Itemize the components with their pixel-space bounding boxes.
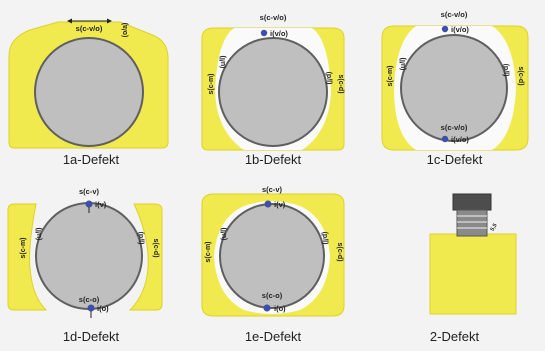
label-pl: (p/l) xyxy=(502,64,509,77)
diagram-2: 5,5 xyxy=(429,193,517,315)
implant-circle xyxy=(34,37,144,147)
panel-1c: s(c-v/o) i(v/o) (u/l) (p/l) s(c-m) s(c-d… xyxy=(364,0,545,176)
implant-circle xyxy=(35,202,143,310)
label-ul: (u/l) xyxy=(220,56,227,69)
label-i-v: i(v) xyxy=(95,200,107,209)
diagram-1b: s(c-v/o) i(v/o) (u/l) (p/l) s(c-m) s(c-d… xyxy=(201,13,345,151)
caption-1a: 1a-Defekt xyxy=(62,152,120,167)
label-sc-d: s(c-d) xyxy=(517,66,524,85)
label-pl: (p/l) xyxy=(325,72,332,85)
label-sc-d: s(c-d) xyxy=(336,242,343,261)
caption-1e: 1e-Defekt xyxy=(244,329,302,344)
label-i-v: i(v) xyxy=(274,200,286,209)
label-oa: (o/a) xyxy=(122,23,129,38)
tooth-right-piece xyxy=(128,203,163,311)
panel-1b: s(c-v/o) i(v/o) (u/l) (p/l) s(c-m) s(c-d… xyxy=(182,0,364,176)
tooth-block xyxy=(429,233,517,315)
implant-dot-top xyxy=(85,200,93,208)
diagram-1c: s(c-v/o) i(v/o) (u/l) (p/l) s(c-m) s(c-d… xyxy=(381,10,529,151)
label-mark: 5,5 xyxy=(490,223,499,233)
caption-1d: 1d-Defekt xyxy=(62,329,120,344)
implant-dot-top xyxy=(441,25,449,33)
label-sc-vo-bottom: s(c-v/o) xyxy=(441,123,468,132)
label-sc-d: s(c-d) xyxy=(337,74,344,93)
label-i-o: i(o) xyxy=(274,304,286,313)
label-sc-o: s(c-o) xyxy=(262,291,283,300)
arrow-head-right xyxy=(107,18,112,24)
panel-2: 5,5 2-Defekt xyxy=(364,176,545,351)
diagram-1e: s(c-v) i(v) (u/l) (p/l) s(c-m) s(c-d) s(… xyxy=(201,185,345,317)
panel-1d: s(c-v) i(v) (u/l) (p/l) s(c-m) s(c-d) s(… xyxy=(0,176,182,351)
label-sc-m: s(c-m) xyxy=(387,65,394,86)
label-i-vo: i(v/o) xyxy=(270,29,288,38)
label-sc-vo: s(c-v/o) xyxy=(260,13,287,22)
implant-head xyxy=(452,193,492,211)
implant-circle xyxy=(219,203,325,309)
diagram-1a: s(c-v/o) (o/a) xyxy=(8,18,169,149)
label-ul: (u/l) xyxy=(221,228,228,241)
implant-neck xyxy=(456,209,488,237)
implant-dot-bottom xyxy=(87,304,95,312)
label-sc-m: s(c-m) xyxy=(20,237,27,258)
label-sc-m: s(c-m) xyxy=(205,241,212,262)
label-sc-o: s(c-o) xyxy=(79,295,100,304)
arrow-head-left xyxy=(67,18,72,24)
implant-dot xyxy=(260,29,268,37)
label-pl: (p/l) xyxy=(137,232,144,245)
label-sc-d: s(c-d) xyxy=(152,238,159,257)
label-sc-m: s(c-m) xyxy=(208,73,215,94)
implant-dot-bottom xyxy=(263,304,271,312)
implant-dot-bottom xyxy=(441,135,449,143)
implant-dot-top xyxy=(264,200,272,208)
label-i-o: i(o) xyxy=(97,304,109,313)
label-i-vo-bottom: i(v/o) xyxy=(451,135,469,144)
label-ul: (u/l) xyxy=(400,58,407,71)
caption-1c: 1c-Defekt xyxy=(426,152,483,167)
diagram-1d: s(c-v) i(v) (u/l) (p/l) s(c-m) s(c-d) s(… xyxy=(7,187,163,318)
panel-1e: s(c-v) i(v) (u/l) (p/l) s(c-m) s(c-d) s(… xyxy=(182,176,364,351)
caption-2: 2-Defekt xyxy=(429,329,480,344)
panel-1a: s(c-v/o) (o/a) 1a-Defekt xyxy=(0,0,182,176)
label-sc-vo: s(c-v/o) xyxy=(76,24,103,33)
label-ul: (u/l) xyxy=(36,228,43,241)
label-i-vo-top: i(v/o) xyxy=(451,25,469,34)
implant-circle xyxy=(400,34,508,142)
tooth-left-piece xyxy=(7,203,48,311)
label-sc-v: s(c-v) xyxy=(262,185,283,194)
label-sc-v: s(c-v) xyxy=(79,187,100,196)
caption-1b: 1b-Defekt xyxy=(244,152,302,167)
label-sc-vo-top: s(c-v/o) xyxy=(441,10,468,19)
implant-circle xyxy=(218,37,328,147)
label-pl: (p/l) xyxy=(321,232,328,245)
